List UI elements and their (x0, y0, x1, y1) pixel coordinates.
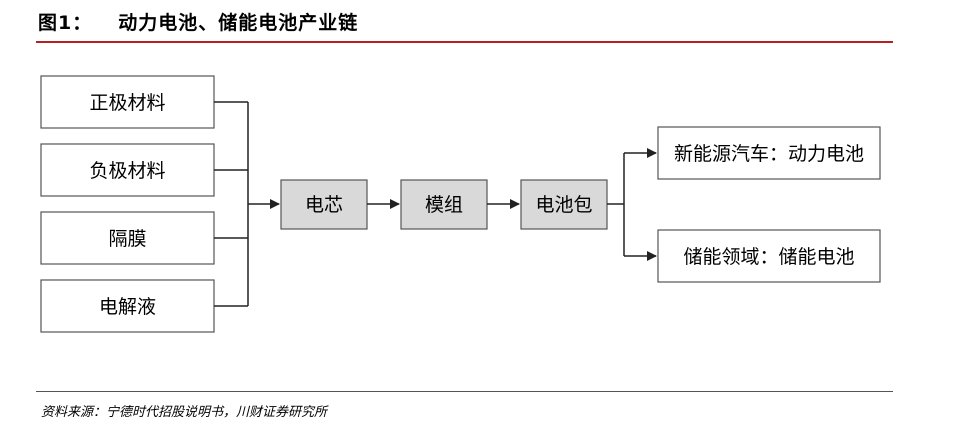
process-box-cell: 电芯 (280, 179, 368, 230)
material-label: 负极材料 (89, 160, 165, 182)
process-box-module: 模组 (400, 179, 488, 230)
material-box-separator: 隔膜 (40, 211, 215, 265)
figure-title: 图1： 动力电池、储能电池产业链 (38, 8, 358, 35)
material-connector (214, 101, 280, 307)
application-label: 储能领域：储能电池 (683, 246, 854, 268)
material-box-electrolyte: 电解液 (40, 279, 215, 333)
material-label: 正极材料 (89, 92, 165, 114)
title-underline (36, 41, 893, 43)
application-label: 新能源汽车：动力电池 (674, 143, 864, 165)
source-note: 资料来源：宁德时代招股说明书，川财证券研究所 (41, 405, 328, 420)
process-label: 电池包 (535, 194, 592, 216)
figure-title-text: 动力电池、储能电池产业链 (118, 12, 359, 34)
material-box-anode: 负极材料 (40, 143, 215, 197)
application-connector (607, 148, 657, 261)
process-box-pack: 电池包 (520, 179, 608, 230)
material-label: 隔膜 (108, 228, 146, 250)
application-box-ev: 新能源汽车：动力电池 (657, 126, 881, 180)
material-box-cathode: 正极材料 (40, 75, 215, 129)
application-box-storage: 储能领域：储能电池 (657, 229, 881, 283)
process-label: 模组 (425, 194, 463, 216)
figure-number: 图1： (38, 12, 93, 34)
footer-divider (36, 391, 893, 392)
process-label: 电芯 (305, 194, 343, 216)
material-label: 电解液 (99, 296, 156, 318)
